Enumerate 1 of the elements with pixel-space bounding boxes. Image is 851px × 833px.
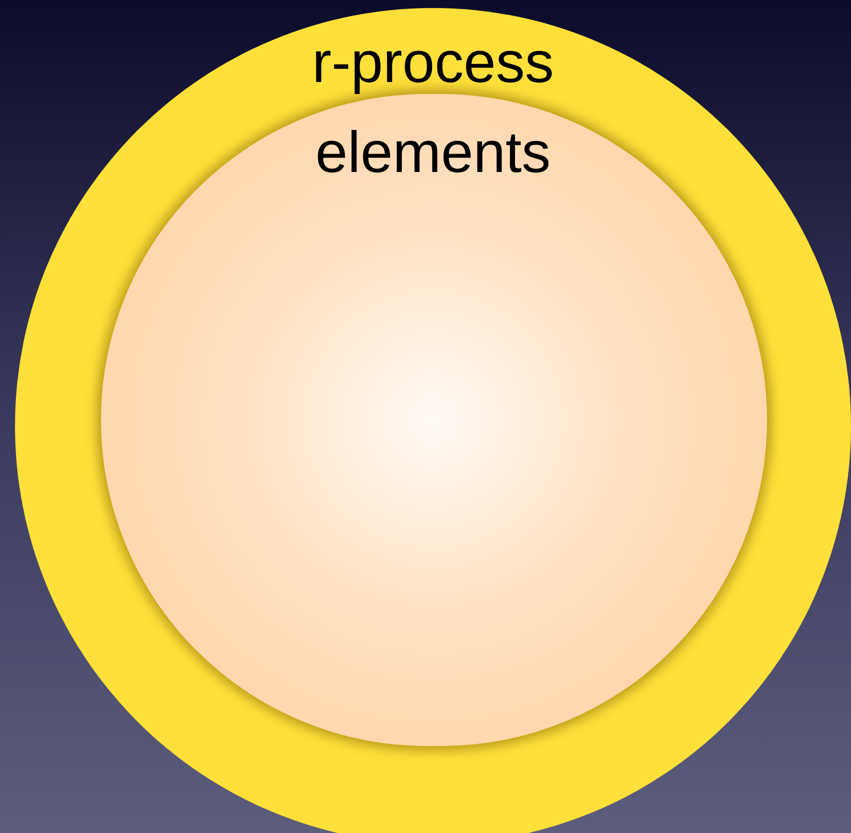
region-label: r-process elements bbox=[311, 29, 555, 187]
